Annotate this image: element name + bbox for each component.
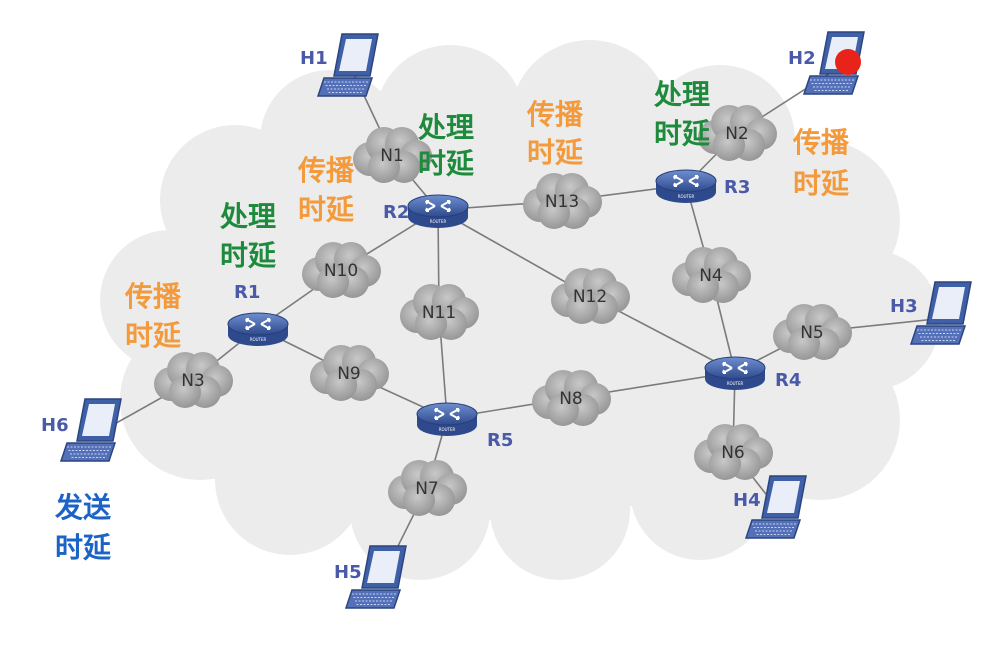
router-label: R4 xyxy=(775,370,801,391)
network-cloud-n13: N13 xyxy=(523,173,602,229)
network-label: N8 xyxy=(559,389,583,409)
network-label: N4 xyxy=(699,266,723,286)
annotation-top-propagation: 传播 时延 xyxy=(526,98,584,169)
internet-cloud-background xyxy=(100,40,940,580)
packet-indicator-dot xyxy=(835,49,861,75)
router-label: R3 xyxy=(724,177,750,198)
network-cloud-n2: N2 xyxy=(698,105,777,161)
annotation-left-propagation: 传播 时延 xyxy=(297,154,355,226)
host-h4-laptop-icon[interactable]: H4 xyxy=(733,475,807,539)
router-arrows-icon xyxy=(245,318,271,330)
network-cloud-n7: N7 xyxy=(388,460,467,516)
router-arrows-icon xyxy=(722,362,748,374)
router-label: R5 xyxy=(487,430,513,451)
router-arrows-icon xyxy=(434,408,460,420)
host-h6-laptop-icon[interactable]: H6 xyxy=(41,398,122,462)
annotation-r1-left-propagation: 传播 时延 xyxy=(124,280,182,352)
host-label: H3 xyxy=(890,296,918,317)
annotation-sending: 发送 时延 xyxy=(54,491,112,564)
host-label: H4 xyxy=(733,490,761,511)
svg-text:处理: 处理 xyxy=(219,200,276,233)
host-h3-laptop-icon[interactable]: H3 xyxy=(890,281,972,345)
router-r3[interactable]: ROUTER R3 xyxy=(655,169,750,203)
router-tag: ROUTER xyxy=(430,219,447,224)
router-tag: ROUTER xyxy=(678,194,695,199)
svg-text:传播: 传播 xyxy=(526,98,584,131)
svg-text:时延: 时延 xyxy=(527,136,584,169)
svg-text:时延: 时延 xyxy=(55,531,112,564)
network-label: N7 xyxy=(415,479,439,499)
router-label: R2 xyxy=(383,202,409,223)
svg-text:传播: 传播 xyxy=(124,280,182,313)
network-cloud-n6: N6 xyxy=(694,424,773,480)
network-cloud-n12: N12 xyxy=(551,268,630,324)
annotation-h2-propagation: 传播 时延 xyxy=(792,126,850,200)
annotation-r3-processing: 处理 时延 xyxy=(653,78,711,150)
network-cloud-n9: N9 xyxy=(310,345,389,401)
network-cloud-n8: N8 xyxy=(532,370,611,426)
router-arrows-icon xyxy=(673,175,699,187)
host-label: H6 xyxy=(41,415,69,436)
router-tag: ROUTER xyxy=(439,427,456,432)
network-label: N3 xyxy=(181,371,205,391)
svg-text:发送: 发送 xyxy=(54,491,111,524)
host-label: H5 xyxy=(334,562,362,583)
network-label: N6 xyxy=(721,443,745,463)
network-cloud-n4: N4 xyxy=(672,247,751,303)
network-cloud-n11: N11 xyxy=(400,284,479,340)
svg-text:时延: 时延 xyxy=(220,239,277,272)
annotation-r1-processing: 处理 时延 xyxy=(219,200,277,272)
svg-text:时延: 时延 xyxy=(418,147,475,180)
network-label: N13 xyxy=(545,192,579,212)
svg-text:时延: 时延 xyxy=(654,117,711,150)
host-h1-laptop-icon[interactable]: H1 xyxy=(300,33,379,97)
svg-text:时延: 时延 xyxy=(793,167,850,200)
annotation-r2-processing: 处理 时延 xyxy=(417,111,475,180)
network-label: N10 xyxy=(324,261,358,281)
svg-text:传播: 传播 xyxy=(792,126,850,159)
router-label: R1 xyxy=(234,282,260,303)
router-tag: ROUTER xyxy=(727,381,744,386)
network-label: N2 xyxy=(725,124,749,144)
router-r5[interactable]: ROUTER R5 xyxy=(416,402,513,451)
svg-text:处理: 处理 xyxy=(417,111,474,144)
router-tag: ROUTER xyxy=(250,337,267,342)
router-r1[interactable]: ROUTER R1 xyxy=(227,282,289,346)
svg-text:时延: 时延 xyxy=(125,319,182,352)
network-cloud-n10: N10 xyxy=(302,242,381,298)
host-h5-laptop-icon[interactable]: H5 xyxy=(334,545,407,609)
host-label: H1 xyxy=(300,48,328,69)
svg-text:处理: 处理 xyxy=(653,78,710,111)
network-label: N5 xyxy=(800,323,824,343)
router-r4[interactable]: ROUTER R4 xyxy=(704,356,801,391)
svg-text:时延: 时延 xyxy=(298,193,355,226)
network-label: N12 xyxy=(573,287,607,307)
network-cloud-n5: N5 xyxy=(773,304,852,360)
network-cloud-n1: N1 xyxy=(353,127,432,183)
network-label: N11 xyxy=(422,303,456,323)
svg-text:传播: 传播 xyxy=(297,154,355,187)
network-cloud-n3: N3 xyxy=(154,352,233,408)
router-arrows-icon xyxy=(425,200,451,212)
router-r2[interactable]: ROUTER R2 xyxy=(383,194,469,228)
host-label: H2 xyxy=(788,48,816,69)
network-label: N1 xyxy=(380,146,404,166)
network-label: N9 xyxy=(337,364,361,384)
